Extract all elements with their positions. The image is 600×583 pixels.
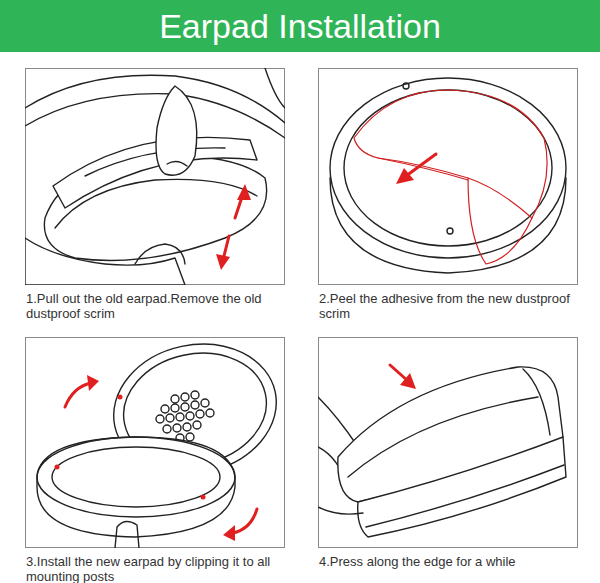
step-panel: 4.Press along the edge for a while bbox=[318, 337, 578, 548]
pull-earpad-illustration bbox=[25, 68, 285, 285]
step-caption: 1.Pull out the old earpad.Remove the old… bbox=[26, 291, 294, 321]
step-panel: 3.Install the new earpad by clipping it … bbox=[25, 337, 285, 548]
clip-earpad-illustration bbox=[25, 337, 285, 548]
step-caption: 4.Press along the edge for a while bbox=[319, 554, 587, 569]
step-panel: 1.Pull out the old earpad.Remove the old… bbox=[25, 68, 285, 285]
title-banner: Earpad Installation bbox=[0, 0, 600, 52]
press-edge-illustration bbox=[318, 337, 578, 548]
step-caption: 3.Install the new earpad by clipping it … bbox=[26, 554, 294, 583]
step-caption: 2.Peel the adhesive from the new dustpro… bbox=[319, 291, 587, 321]
step-panel: 2.Peel the adhesive from the new dustpro… bbox=[318, 68, 578, 285]
title-text: Earpad Installation bbox=[0, 0, 600, 52]
peel-adhesive-illustration bbox=[318, 68, 578, 285]
